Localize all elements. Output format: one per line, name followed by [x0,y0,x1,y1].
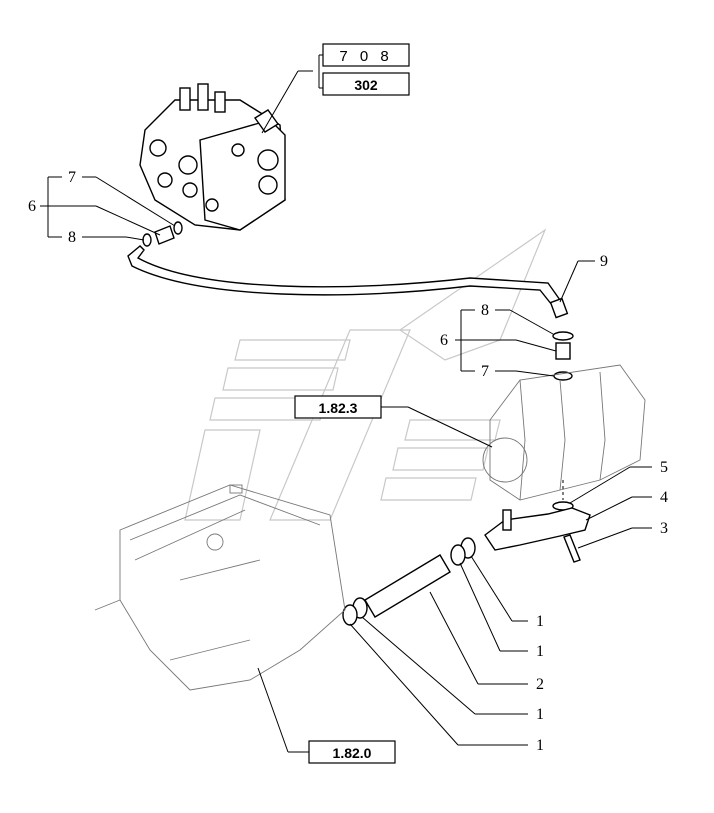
control-valve [139,83,286,231]
callout-8-right: 8 [481,302,489,319]
ref-1-82-0-text: 1.82.0 [333,745,372,761]
leader-lines [40,54,652,753]
hydraulic-hose [127,245,569,319]
tube-and-clamps [342,537,476,626]
ref-box-302: 302 [322,72,410,96]
callout-1-d: 1 [536,737,544,754]
elbow-pipe [484,501,591,563]
upper-fittings [142,221,183,247]
callout-5: 5 [660,459,668,476]
callout-8-left: 8 [68,229,76,246]
callout-1-a: 1 [536,613,544,630]
callout-3: 3 [660,520,668,537]
callout-7-right: 7 [481,363,489,380]
ref-302-text: 302 [354,77,378,93]
callout-7-left: 7 [68,169,76,186]
pump [482,364,646,501]
callout-1-c: 1 [536,706,544,723]
ref-708-text: 7 0 8 [339,48,392,65]
callout-2: 2 [536,676,544,693]
ref-box-1-82-3: 1.82.3 [294,395,382,419]
ref-1-82-3-text: 1.82.3 [319,400,358,416]
callout-4: 4 [660,489,668,506]
callout-6-right: 6 [440,332,448,349]
callout-6-left: 6 [28,198,36,215]
housing [94,484,346,691]
callout-9: 9 [600,253,608,270]
ref-box-708: 7 0 8 [322,43,410,67]
callout-1-b: 1 [536,643,544,660]
ref-box-1-82-0: 1.82.0 [308,740,396,764]
